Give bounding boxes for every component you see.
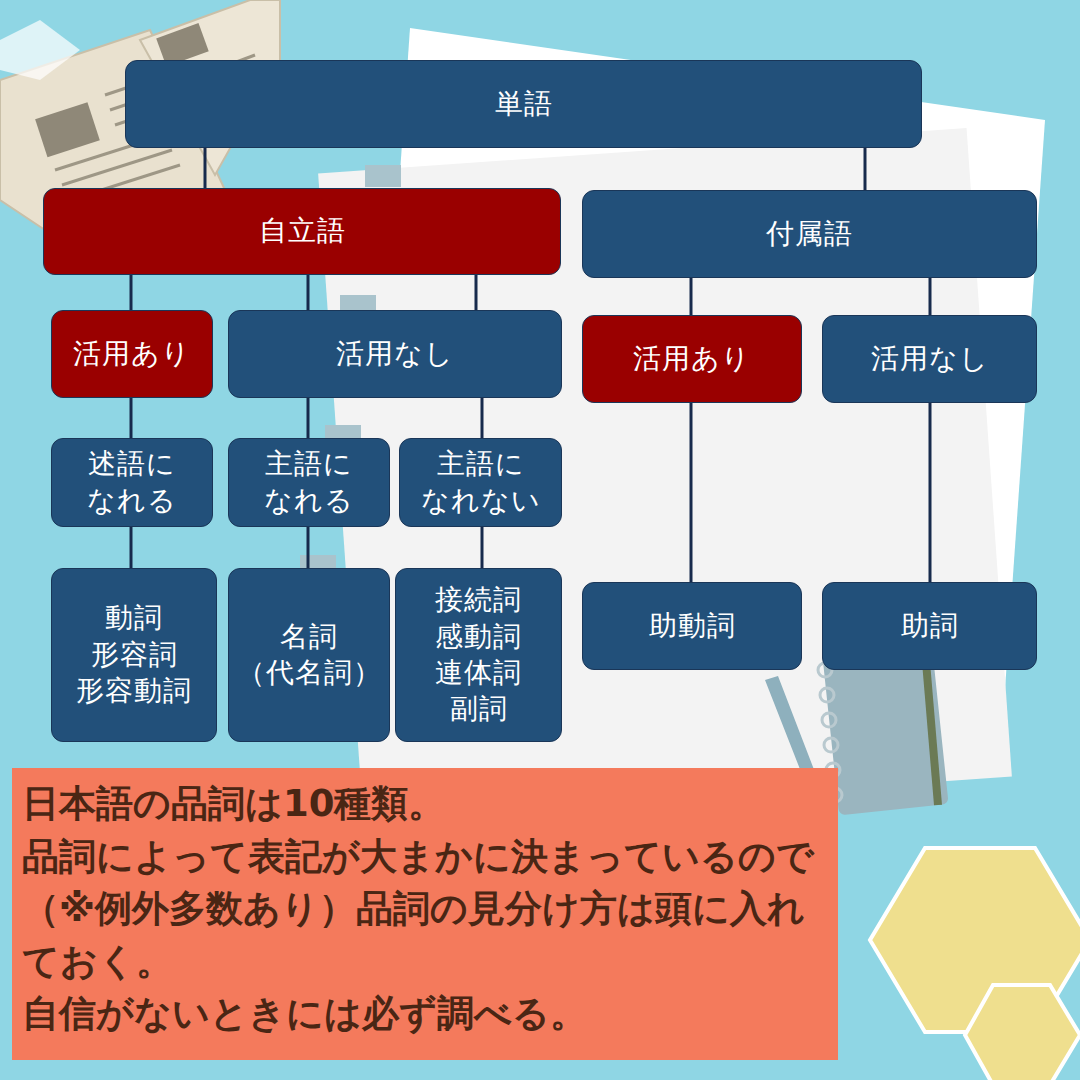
note-text: 自信がないときには必ず調べる。 [22,988,587,1041]
result-box: 名詞 （代名詞） [228,568,390,742]
criterion-box: 主語に なれない [399,438,562,527]
tree-connector [929,278,932,315]
box-label: 活用あり [73,336,191,372]
box-label: 助詞 [901,608,959,644]
box-label: 活用なし [336,336,454,372]
criterion-box: 主語に なれる [228,438,390,527]
tree-connector [481,398,484,438]
box-label: 述語に なれる [87,446,177,519]
tree-connector [864,148,867,190]
result-box: 接続詞 感動詞 連体詞 副詞 [395,568,562,742]
box-label: 主語に なれる [264,446,354,519]
tree-connector [204,148,207,188]
box-label: 助動詞 [649,608,736,644]
tree-connector [307,527,310,568]
branch-box: 活用あり [51,310,213,398]
tree-connector [130,398,133,438]
box-label: 名詞 （代名詞） [237,619,382,692]
note-panel: 日本語の品詞は10種類。品詞によって表記が大まかに決まっているので（※例外多数あ… [12,768,838,1060]
result-box: 助動詞 [582,582,802,670]
result-box: 動詞 形容詞 形容動詞 [51,568,217,742]
category-box: 自立語 [43,188,561,275]
tree-connector [481,527,484,568]
paper-tab [365,165,401,187]
tree-connector [130,275,133,310]
note-text: 品詞によって表記が大まかに決まっているので（※例外多数あり）品詞の見分け方は頭に… [22,831,828,989]
box-label: 活用なし [871,341,989,377]
branch-box: 活用なし [822,315,1037,403]
tree-connector [130,527,133,568]
tree-connector [690,278,693,315]
hexagon-decoration [870,848,1080,1080]
box-label: 接続詞 感動詞 連体詞 副詞 [435,582,522,728]
branch-box: 活用あり [582,315,802,403]
tree-connector [308,275,476,310]
box-label: 自立語 [259,213,346,249]
tree-connector [929,403,932,582]
box-label: 単語 [495,86,553,122]
category-box: 付属語 [582,190,1037,278]
branch-box: 活用なし [228,310,562,398]
box-label: 活用あり [633,341,751,377]
tree-connector [307,398,310,438]
box-label: 動詞 形容詞 形容動詞 [76,600,192,709]
box-label: 付属語 [766,216,853,252]
tree-connector [690,403,693,582]
box-label: 主語に なれない [421,446,541,519]
criterion-box: 述語に なれる [51,438,213,527]
root-box: 単語 [125,60,922,148]
note-text: 日本語の品詞は10種類。 [22,778,446,831]
result-box: 助詞 [822,582,1037,670]
